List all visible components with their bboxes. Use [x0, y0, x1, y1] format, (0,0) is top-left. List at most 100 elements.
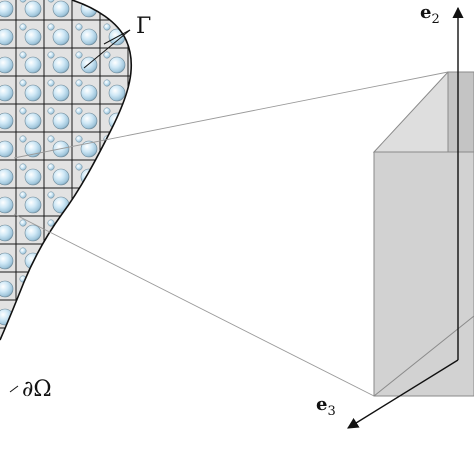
inclusion-large: [137, 141, 153, 157]
inclusion-small: [132, 220, 138, 226]
inclusion-large: [0, 112, 14, 130]
domain-fill: [0, 0, 132, 340]
inclusion-small: [103, 247, 111, 255]
inclusion-small: [75, 135, 83, 143]
inclusion-large: [0, 196, 14, 214]
inclusion-small: [132, 136, 138, 142]
inclusion-large: [52, 0, 70, 18]
inclusion-small: [47, 51, 55, 59]
inclusion-large: [24, 84, 42, 102]
inclusion-large: [80, 336, 98, 340]
inclusion-small: [103, 275, 111, 283]
inclusion-large: [24, 336, 42, 340]
axis-e3-arrow: [347, 359, 459, 429]
inclusion-large: [108, 168, 126, 186]
inclusion-large: [80, 224, 98, 242]
inclusion-small: [103, 107, 111, 115]
boundary-pointer: [9, 385, 19, 393]
inclusion-small: [19, 51, 27, 59]
inclusion-small: [75, 79, 83, 87]
inclusion-large: [52, 168, 70, 186]
inclusion-small: [103, 51, 111, 59]
inclusion-small: [132, 52, 138, 58]
inclusion-large: [108, 252, 126, 270]
inclusion-small: [19, 219, 27, 227]
inclusion-small: [19, 303, 27, 311]
inclusion-small: [19, 23, 27, 31]
inclusion-small: [132, 108, 138, 114]
inclusion-small: [47, 163, 55, 171]
inclusion-large: [80, 196, 98, 214]
inclusion-large: [24, 224, 42, 242]
inclusion-small: [19, 191, 27, 199]
inclusion-small: [47, 107, 55, 115]
inclusion-large: [24, 168, 42, 186]
inclusion-large: [0, 224, 14, 242]
inclusion-large: [80, 252, 98, 270]
inclusion-small: [103, 331, 111, 339]
inclusion-small: [132, 80, 138, 86]
inclusion-small: [103, 79, 111, 87]
inclusion-large: [52, 224, 70, 242]
inclusion-small: [47, 219, 55, 227]
inclusion-large: [52, 252, 70, 270]
inclusion-small: [103, 303, 111, 311]
inclusion-small: [75, 331, 83, 339]
inclusion-small: [132, 192, 138, 198]
inclusion-large: [80, 308, 98, 326]
inclusion-small: [47, 23, 55, 31]
inclusion-large: [108, 196, 126, 214]
inclusion-large: [24, 196, 42, 214]
domain-omega: [0, 0, 153, 353]
inclusion-small: [132, 164, 138, 170]
inclusion-small: [75, 247, 83, 255]
inclusion-large: [108, 56, 126, 74]
inclusion-large: [137, 57, 153, 73]
inclusion-large: [108, 280, 126, 298]
inclusion-large: [0, 28, 14, 46]
cube-front-face: [373, 151, 474, 397]
inclusion-large: [52, 84, 70, 102]
inclusion-large: [137, 253, 153, 269]
inclusion-large: [137, 113, 153, 129]
projection-lines: [13, 71, 449, 397]
inclusion-large: [108, 112, 126, 130]
inclusion-small: [47, 0, 55, 3]
inclusion-small: [132, 332, 138, 338]
inclusion-large: [80, 112, 98, 130]
inclusion-small: [75, 23, 83, 31]
inclusion-large: [108, 0, 126, 18]
inclusion-large: [80, 28, 98, 46]
inclusion-large: [24, 112, 42, 130]
gamma-pointer-line-2: [83, 29, 131, 69]
inclusion-small: [47, 135, 55, 143]
inclusion-large: [80, 140, 98, 158]
inclusion-small: [47, 275, 55, 283]
inclusion-large: [137, 337, 153, 353]
inclusion-large: [24, 308, 42, 326]
inclusion-small: [47, 191, 55, 199]
inclusion-small: [132, 304, 138, 310]
inclusion-small: [47, 331, 55, 339]
inclusion-small: [19, 163, 27, 171]
inclusion-large: [24, 28, 42, 46]
inclusion-small: [47, 303, 55, 311]
inclusion-large: [52, 28, 70, 46]
inclusion-large: [52, 196, 70, 214]
inclusion-small: [132, 248, 138, 254]
inclusion-large: [24, 0, 42, 18]
projection-line-bottom: [13, 213, 375, 397]
inclusion-small: [75, 51, 83, 59]
interface-gamma-annotation: Γ: [83, 14, 151, 69]
inclusion-small: [19, 0, 27, 3]
inclusion-small: [19, 247, 27, 255]
inclusion-small: [19, 135, 27, 143]
projection-line-top: [13, 71, 449, 159]
domain-boundary: [0, 0, 133, 341]
inclusion-small: [19, 79, 27, 87]
inclusion-small: [19, 331, 27, 339]
inclusion-small: [75, 163, 83, 171]
inclusion-large: [108, 224, 126, 242]
inclusion-large: [52, 280, 70, 298]
inclusion-small: [132, 0, 138, 2]
